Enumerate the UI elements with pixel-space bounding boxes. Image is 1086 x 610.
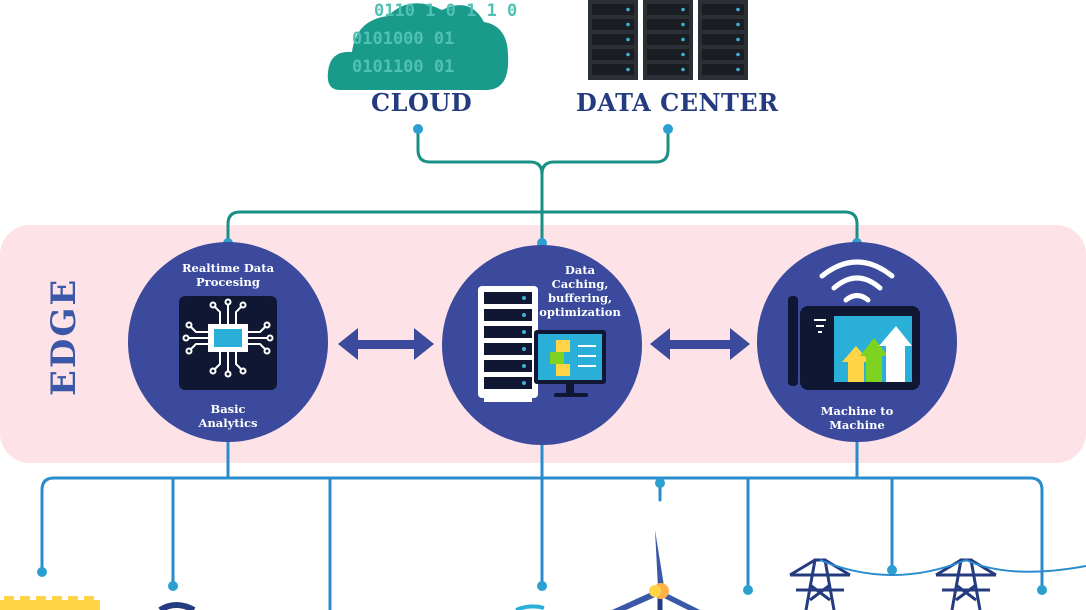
bottom-connectors xyxy=(40,438,1044,610)
device-tablet-icon xyxy=(788,296,920,390)
text-line: Procesing xyxy=(196,275,260,289)
vehicle-icon xyxy=(158,602,196,610)
cloud-label: CLOUD xyxy=(371,88,473,117)
svg-text:0101000 01: 0101000 01 xyxy=(352,29,454,49)
svg-text:0101100 01: 0101100 01 xyxy=(352,57,454,77)
node-caching-text: Data Caching, buffering, optimization xyxy=(530,263,630,319)
bidirectional-arrow-icon xyxy=(338,328,434,360)
text-line: Caching, xyxy=(551,277,609,291)
data-center-label: DATA CENTER xyxy=(576,88,779,117)
bottom-connector-dots xyxy=(37,478,1047,595)
bidirectional-arrow-icon xyxy=(650,328,750,360)
server-tower-icon xyxy=(478,286,538,402)
node-analytics-bottom-text: Basic Analytics xyxy=(188,402,268,430)
top-connectors xyxy=(226,128,859,245)
cloud-icon xyxy=(327,3,509,90)
data-center-icon xyxy=(588,0,748,80)
text-line: Realtime Data xyxy=(181,261,275,275)
text-line: Basic xyxy=(210,402,246,416)
text-line: optimization xyxy=(539,305,621,319)
processor-chip-icon xyxy=(179,296,277,390)
factory-icon xyxy=(0,596,100,610)
monitor-icon xyxy=(534,330,606,397)
edge-band-label: EDGE xyxy=(44,277,84,396)
text-line: Data xyxy=(564,263,596,277)
text-line: Analytics xyxy=(198,416,258,430)
wifi-signal-icon xyxy=(819,259,895,303)
node-m2m-bottom-text: Machine to Machine xyxy=(807,404,907,432)
text-line: Machine xyxy=(829,418,885,432)
wind-turbine-icon xyxy=(612,530,700,610)
text-line: buffering, xyxy=(548,291,612,305)
device-partial-icon xyxy=(515,604,545,610)
cloud-binary-text: 0110 1 0 1 1 0 0101000 01 0101100 01 xyxy=(352,1,517,77)
text-line: Machine to xyxy=(820,404,894,418)
svg-text:0110 1 0 1 1 0: 0110 1 0 1 1 0 xyxy=(374,1,517,21)
node-analytics-top-text: Realtime Data Procesing xyxy=(168,261,288,289)
